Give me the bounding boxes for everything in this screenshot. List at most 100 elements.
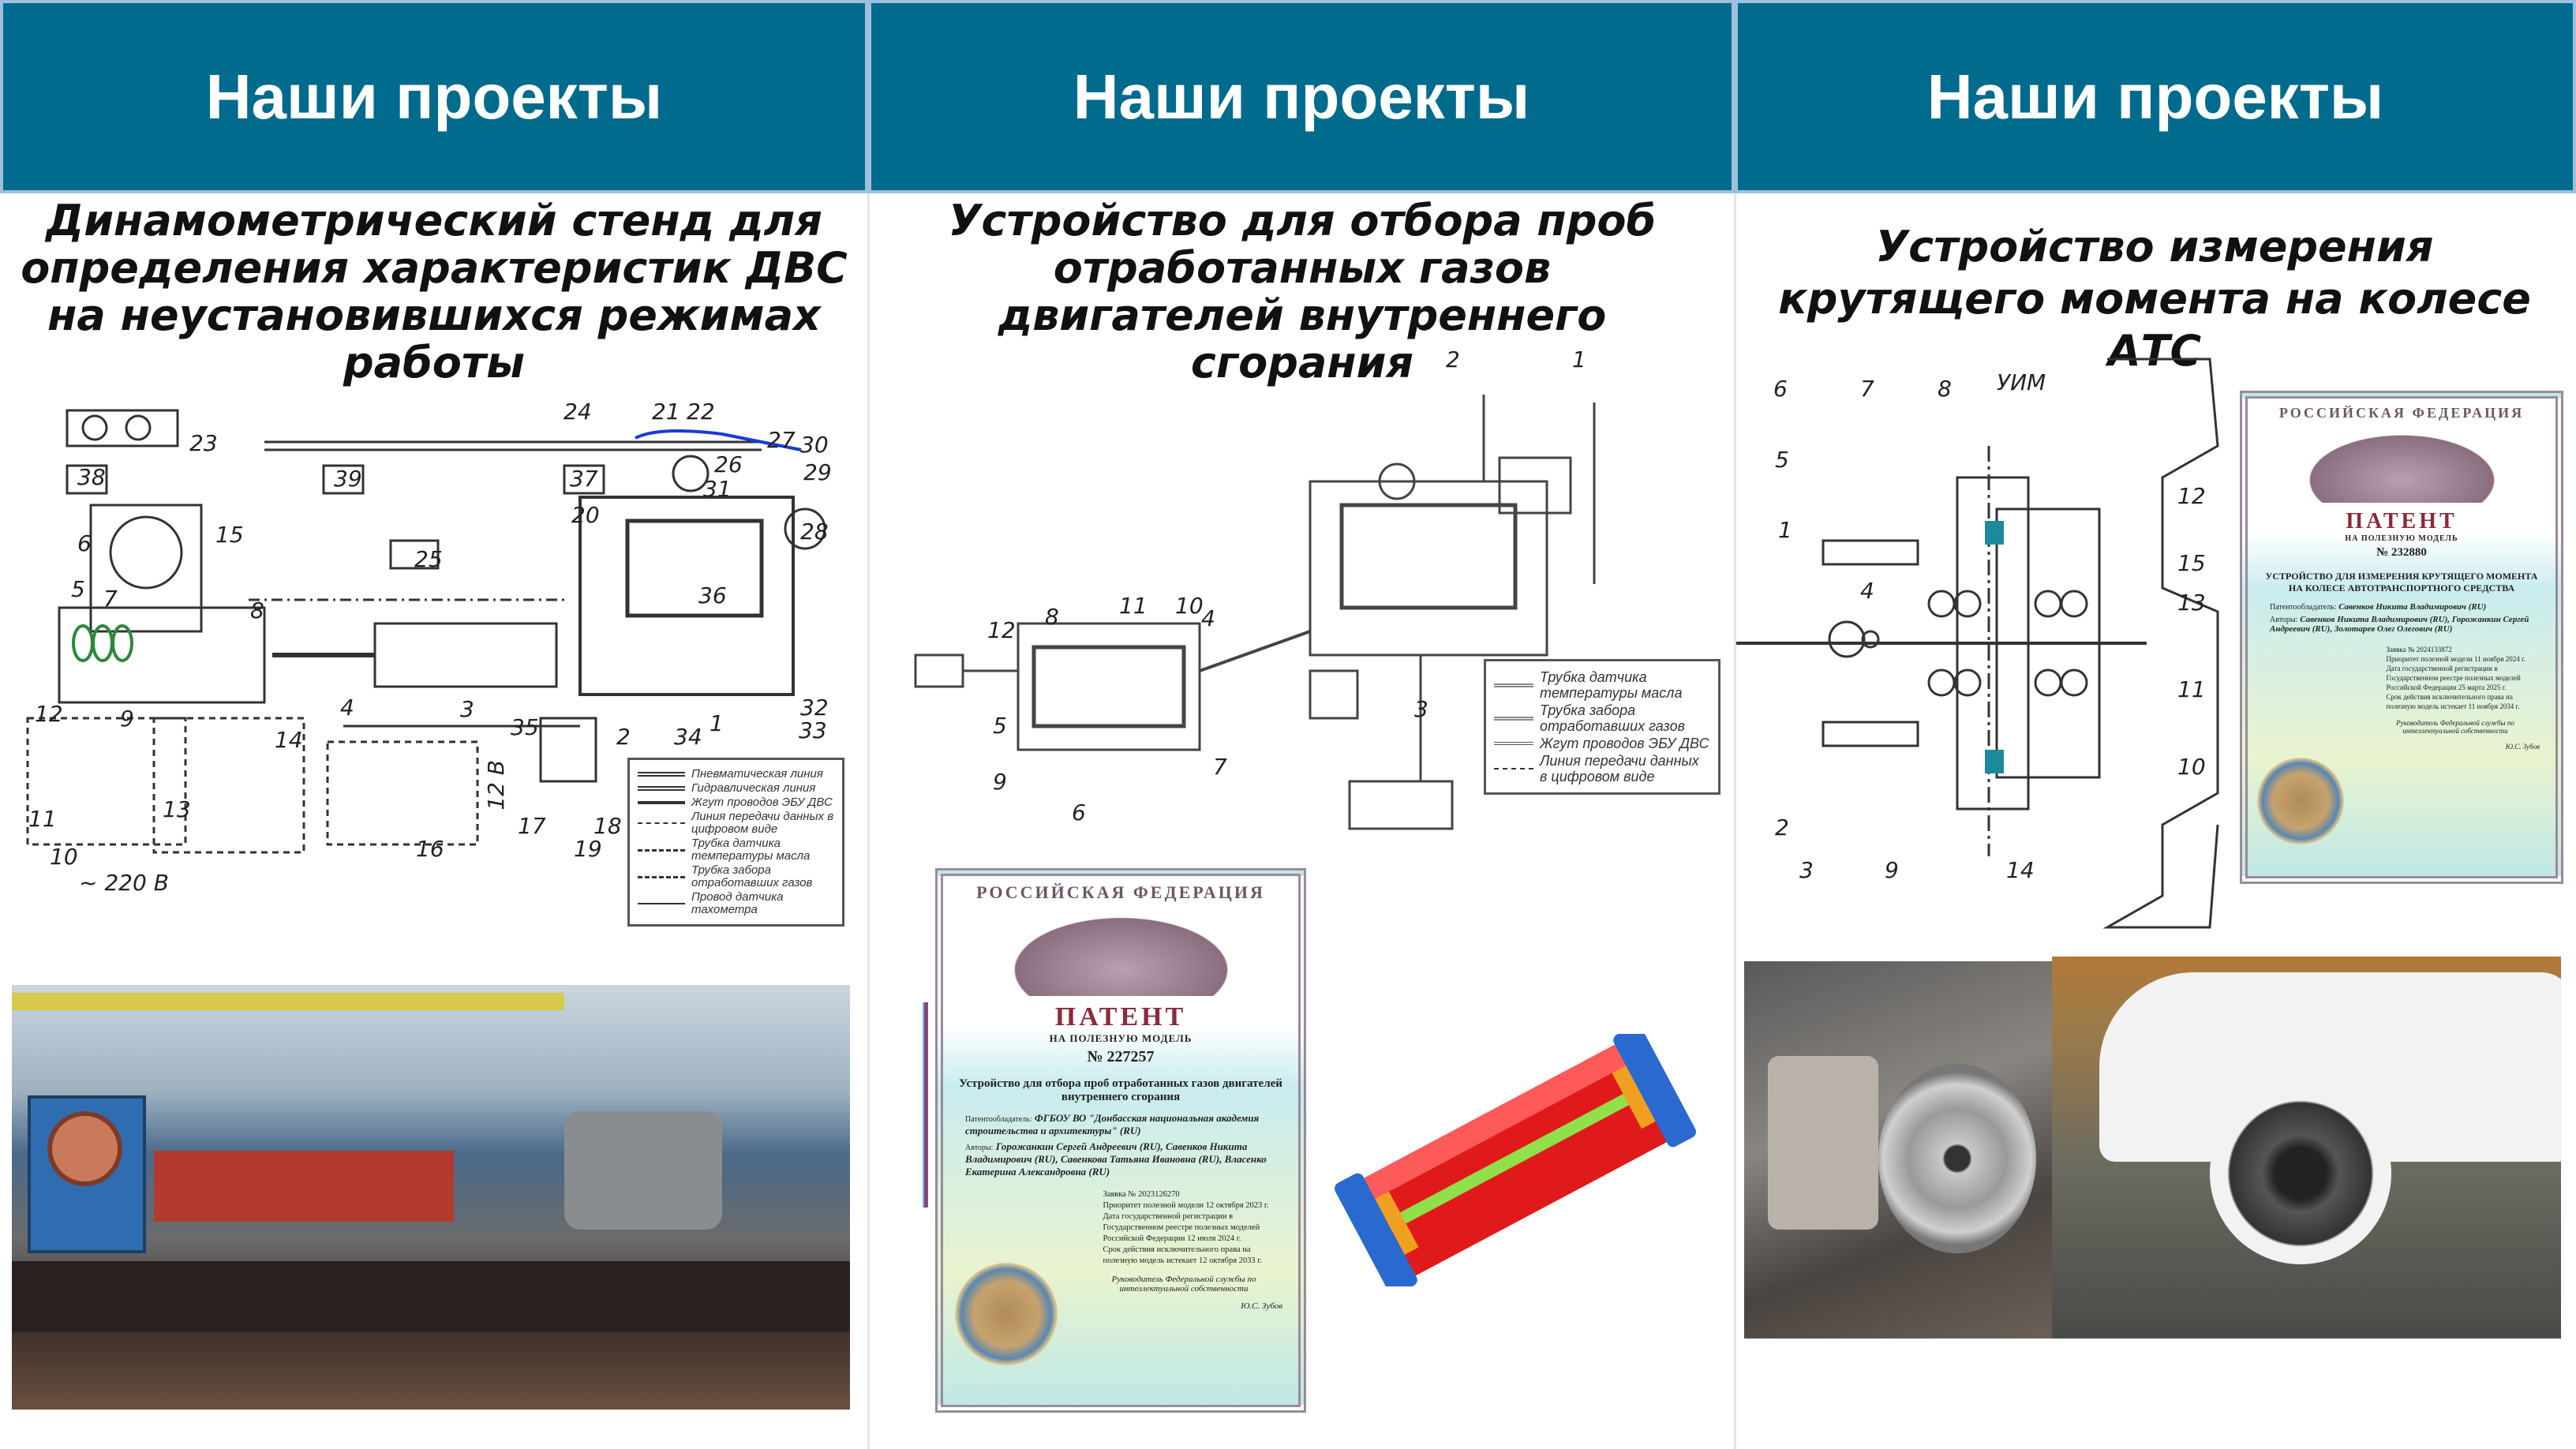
patent-registration: Заявка № 2024133872 Приоритет полезной м…	[2387, 645, 2540, 711]
legend-item: Провод датчика тахометра	[691, 890, 784, 916]
patent-heading: ПАТЕНТ	[2346, 509, 2458, 534]
callout-label: 6	[1773, 376, 1788, 402]
torque-sensor-disc	[1878, 1064, 2036, 1253]
authors-label: Авторы:	[965, 1144, 994, 1152]
callout-label: 6	[1072, 799, 1086, 826]
callout-label: УИМ	[1997, 369, 2046, 395]
callout-label: 9	[120, 706, 134, 732]
callout-label: 17	[518, 813, 546, 839]
patent-authors: Горожанкин Сергей Андреевич (RU), Савенк…	[965, 1140, 1267, 1178]
brake-hub-photo	[1744, 961, 2052, 1339]
legend-item: Гидравлическая линия	[691, 781, 816, 795]
callout-label: 15	[215, 522, 244, 548]
callout-label: 4	[1860, 578, 1874, 604]
expiry-date: Срок действия исключительного права на п…	[1103, 1245, 1263, 1265]
engine	[564, 1111, 722, 1230]
callout-label: 12	[2177, 483, 2206, 509]
column-2-header: Наши проекты	[868, 0, 1735, 193]
column-3-header: Наши проекты	[1735, 0, 2576, 193]
callout-label: 23	[189, 430, 218, 456]
legend-swatch	[638, 848, 685, 852]
holder-label: Патентообладатель:	[965, 1115, 1032, 1124]
callout-label: 35	[511, 714, 539, 740]
signature-name: Ю.С. Зубов	[2505, 743, 2540, 751]
project-3-title: Устройство измерения крутящего момента н…	[1778, 222, 2531, 376]
callout-label: ~ 220 В	[79, 870, 169, 896]
priority-date: Приоритет полезной модели 12 октября 202…	[1103, 1201, 1269, 1210]
legend-item: Жгут проводов ЭБУ ДВС	[1540, 736, 1709, 751]
callout-label: 2	[616, 724, 631, 750]
diagram-2-legend: Трубка датчика температуры масла Трубка …	[1484, 659, 1720, 795]
patent-certificate-232880: РОССИЙСКАЯ ФЕДЕРАЦИЯ ПАТЕНТ НА ПОЛЕЗНУЮ …	[2240, 391, 2563, 884]
patent-registration: Заявка № 2023126270 Приоритет полезной м…	[1103, 1189, 1283, 1267]
callout-label: 39	[334, 466, 362, 492]
legend-swatch	[638, 822, 685, 824]
callout-label: 3	[460, 696, 474, 722]
callout-label: 9	[993, 769, 1007, 795]
callout-label: 22	[687, 399, 715, 425]
seal-icon	[2257, 758, 2344, 844]
kremlin-crest-icon	[2293, 428, 2510, 503]
callout-label: 12	[987, 617, 1016, 643]
callout-label: 3	[1799, 857, 1814, 883]
callout-label: 8	[1045, 604, 1059, 630]
callout-label: 10	[2177, 754, 2206, 780]
callout-label: 7	[103, 586, 118, 612]
callout-label: 30	[800, 432, 829, 458]
callout-label: 34	[674, 724, 702, 750]
callout-label: 15	[2177, 550, 2206, 576]
legend-swatch	[638, 786, 685, 791]
column-divider	[1734, 193, 1736, 1449]
callout-label: 21	[652, 399, 680, 425]
legend-item: Линия передачи данных в цифровом виде	[1540, 753, 1699, 784]
callout-label: 4	[340, 695, 354, 721]
callout-label: 33	[799, 717, 827, 743]
callout-label: 5	[1775, 447, 1789, 473]
patent-country: РОССИЙСКАЯ ФЕДЕРАЦИЯ	[2278, 405, 2525, 421]
legend-item: Пневматическая линия	[691, 767, 823, 781]
callout-label: 10	[1175, 593, 1204, 619]
callout-label: 9	[1885, 857, 1899, 883]
callout-label: 1	[1572, 346, 1586, 373]
application-number: Заявка № 2024133872	[2386, 646, 2452, 653]
dynamometer-stand-schematic	[26, 409, 826, 854]
bench-rail	[12, 1261, 850, 1332]
patent-number: № 232880	[2376, 546, 2427, 559]
patent-authors: Савенков Никита Владимирович (RU), Горож…	[2270, 615, 2529, 634]
callout-label: 6	[77, 530, 92, 556]
callout-label: 7	[1860, 376, 1874, 402]
callout-label: 11	[2177, 676, 2206, 702]
legend-swatch	[1494, 742, 1533, 745]
callout-label: 12 В	[483, 760, 509, 811]
brake-caliper	[1768, 1056, 1878, 1230]
car-wheel-photo	[2052, 957, 2561, 1339]
exhaust-sampler-schematic	[914, 395, 1596, 830]
callout-label: 14	[275, 727, 303, 753]
priority-date: Приоритет полезной модели 11 ноября 2024…	[2386, 655, 2525, 663]
callout-label: 13	[163, 796, 191, 822]
legend-swatch	[638, 875, 685, 878]
callout-label: 24	[564, 399, 592, 425]
seal-icon	[955, 1263, 1058, 1365]
callout-label: 3	[1414, 696, 1428, 722]
patent-title: УСТРОЙСТВО ДЛЯ ИЗМЕРЕНИЯ КРУТЯЩЕГО МОМЕН…	[2265, 571, 2538, 593]
callout-label: 38	[77, 464, 106, 490]
callout-label: 13	[2177, 590, 2206, 616]
callout-label: 2	[1446, 346, 1460, 373]
application-number: Заявка № 2023126270	[1103, 1190, 1180, 1199]
dial-gauge	[47, 1111, 122, 1186]
callout-label: 32	[800, 695, 829, 721]
legend-swatch	[638, 772, 685, 777]
callout-label: 10	[50, 844, 78, 870]
patent-holder: ФГБОУ ВО "Донбасская национальная академ…	[965, 1112, 1260, 1136]
legend-swatch	[1494, 716, 1533, 721]
legend-item: Жгут проводов ЭБУ ДВС	[691, 796, 833, 809]
legend-swatch	[1494, 768, 1533, 769]
project-2-title: Устройство для отбора проб отработанных …	[948, 196, 1657, 388]
legend-swatch	[638, 801, 685, 804]
callout-label: 31	[703, 476, 732, 502]
kremlin-crest-icon	[996, 909, 1245, 996]
callout-label: 5	[71, 576, 85, 602]
callout-label: 29	[803, 459, 832, 485]
patent-type: НА ПОЛЕЗНУЮ МОДЕЛЬ	[2345, 534, 2458, 543]
